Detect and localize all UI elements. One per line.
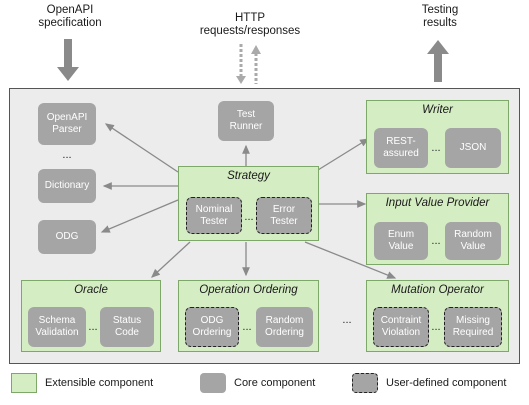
rest-assured-writer: REST- assured bbox=[374, 128, 428, 168]
test-runner: Test Runner bbox=[218, 101, 274, 141]
legend-extensible-label: Extensible component bbox=[45, 377, 154, 389]
oracle-component: Oracle Schema Validation ... Status Code bbox=[21, 280, 161, 352]
mutation-operator-ellipsis: ... bbox=[431, 321, 441, 333]
missing-required: Missing Required bbox=[444, 307, 502, 347]
mutation-operator-component: Mutation Operator Contraint Violation ..… bbox=[366, 280, 509, 352]
random-value-provider: Random Value bbox=[445, 222, 501, 260]
status-code: Status Code bbox=[100, 307, 154, 347]
components-ellipsis: ... bbox=[342, 314, 352, 326]
oracle-title: Oracle bbox=[74, 284, 108, 296]
strategy-ellipsis: ... bbox=[244, 211, 254, 223]
http-label: HTTP requests/responses bbox=[199, 12, 301, 37]
operation-ordering-ellipsis: ... bbox=[242, 321, 252, 333]
strategy-title: Strategy bbox=[227, 170, 270, 182]
operation-ordering-title: Operation Ordering bbox=[199, 284, 298, 296]
strategy-component: Strategy Nominal Tester ... Error Tester bbox=[178, 166, 319, 241]
http-arrows bbox=[236, 44, 261, 84]
random-ordering: Random Ordering bbox=[256, 307, 313, 347]
dictionary: Dictionary bbox=[38, 169, 96, 203]
openapi-spec-label: OpenAPI specification bbox=[38, 4, 102, 29]
schema-validation: Schema Validation bbox=[28, 307, 86, 347]
json-writer: JSON bbox=[445, 128, 501, 168]
error-tester: Error Tester bbox=[256, 197, 312, 234]
odg-ordering: ODG Ordering bbox=[185, 307, 239, 347]
input-value-ellipsis: ... bbox=[431, 235, 441, 247]
legend-user-defined-swatch bbox=[352, 373, 378, 393]
oracle-ellipsis: ... bbox=[88, 321, 98, 333]
legend-user-defined-label: User-defined component bbox=[386, 377, 507, 389]
core-ellipsis: ... bbox=[62, 149, 72, 161]
strategy-connectors bbox=[100, 123, 397, 279]
output-arrow bbox=[427, 40, 449, 82]
openapi-parser: OpenAPI Parser bbox=[38, 103, 96, 145]
writer-ellipsis: ... bbox=[431, 142, 441, 154]
writer-title: Writer bbox=[422, 104, 453, 116]
odg: ODG bbox=[38, 220, 96, 254]
legend-core-swatch bbox=[200, 373, 226, 393]
nominal-tester: Nominal Tester bbox=[186, 197, 242, 234]
mutation-operator-title: Mutation Operator bbox=[391, 284, 484, 296]
writer-component: Writer REST- assured ... JSON bbox=[366, 100, 509, 174]
input-value-provider-component: Input Value Provider Enum Value ... Rand… bbox=[366, 193, 509, 265]
legend-extensible-swatch bbox=[11, 373, 37, 393]
operation-ordering-component: Operation Ordering ODG Ordering ... Rand… bbox=[178, 280, 319, 352]
input-value-provider-title: Input Value Provider bbox=[385, 197, 490, 209]
testing-results-label: Testing results bbox=[421, 4, 459, 29]
input-arrow bbox=[57, 39, 79, 81]
legend-core-label: Core component bbox=[234, 377, 316, 389]
enum-value-provider: Enum Value bbox=[374, 222, 428, 260]
contraint-violation: Contraint Violation bbox=[373, 307, 429, 347]
